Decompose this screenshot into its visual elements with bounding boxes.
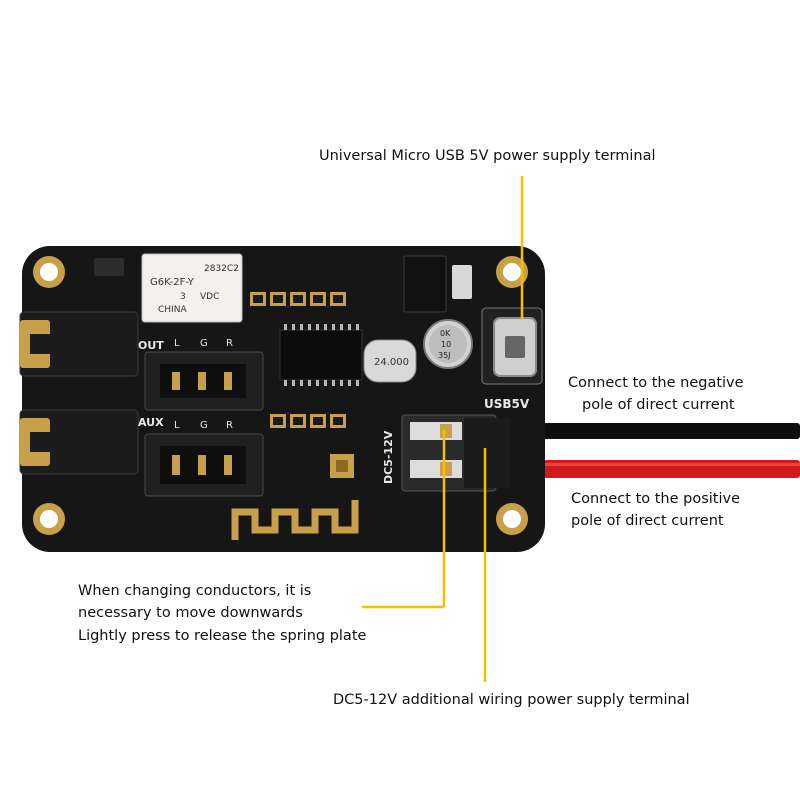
relay: 2832C2 G6K-2F-Y 3 VDC CHINA xyxy=(141,253,243,323)
usb-terminal-callout: Universal Micro USB 5V power supply term… xyxy=(319,148,656,164)
conductor-line1: When changing conductors, it is xyxy=(78,583,312,599)
negative-pole-line1: Connect to the negative xyxy=(568,375,744,391)
leader-lines xyxy=(362,176,524,682)
positive-pole-line1: Connect to the positive xyxy=(571,491,741,507)
relay-voltage: 3 xyxy=(180,292,186,302)
silk-l-top: L xyxy=(174,338,180,349)
ic-chip xyxy=(279,324,363,386)
black-wire xyxy=(515,423,800,439)
relay-vdc: VDC xyxy=(200,292,219,302)
relay-code: 2832C2 xyxy=(204,264,239,274)
cap-label-1: 0K xyxy=(440,329,451,338)
relay-origin: CHINA xyxy=(158,305,187,315)
silk-g-bottom: G xyxy=(200,420,208,431)
mounting-hole-bl xyxy=(33,503,65,535)
audio-jack-out xyxy=(19,311,139,377)
red-wire-highlight xyxy=(515,463,800,466)
negative-pole-line2: pole of direct current xyxy=(582,397,735,413)
header-out xyxy=(144,351,264,411)
crystal-label: 24.000 xyxy=(374,357,409,368)
silk-dc5-12v: DC5-12V xyxy=(382,430,395,484)
cap-label-2: 10 xyxy=(441,340,451,349)
mounting-hole-tl xyxy=(33,256,65,288)
spring-terminal xyxy=(401,414,510,492)
conductor-line2: necessary to move downwards xyxy=(78,605,303,621)
silk-g-top: G xyxy=(200,338,208,349)
negative-pole-callout: Connect to the negative pole of direct c… xyxy=(568,372,744,416)
silk-r-top: R xyxy=(226,338,233,349)
dc-terminal-callout: DC5-12V additional wiring power supply t… xyxy=(333,692,690,708)
positive-pole-callout: Connect to the positive pole of direct c… xyxy=(571,488,740,532)
audio-jack-aux xyxy=(19,409,139,475)
micro-usb-port xyxy=(481,307,543,385)
top-components xyxy=(94,255,472,313)
red-wire xyxy=(515,460,800,478)
crystal-oscillator: 24.000 xyxy=(363,339,417,383)
electrolytic-capacitor: 0K 10 35J xyxy=(423,319,473,369)
conductor-callout: When changing conductors, it is necessar… xyxy=(78,580,311,624)
pcb-board: 2832C2 G6K-2F-Y 3 VDC CHINA xyxy=(19,246,545,552)
silk-r-bottom: R xyxy=(226,420,233,431)
positive-pole-line2: pole of direct current xyxy=(571,513,724,529)
lower-components xyxy=(270,414,354,478)
antenna-trace xyxy=(231,500,359,540)
power-wires xyxy=(515,423,800,478)
spring-plate-callout: Lightly press to release the spring plat… xyxy=(78,628,367,644)
cap-label-3: 35J xyxy=(438,351,451,360)
silk-out: OUT xyxy=(138,339,164,352)
silk-aux: AUX xyxy=(138,416,164,429)
header-aux xyxy=(144,433,264,497)
mounting-hole-br xyxy=(496,503,528,535)
silk-l-bottom: L xyxy=(174,420,180,431)
relay-model: G6K-2F-Y xyxy=(150,277,195,288)
mounting-hole-tr xyxy=(496,256,528,288)
silk-usb5v: USB5V xyxy=(484,397,530,411)
